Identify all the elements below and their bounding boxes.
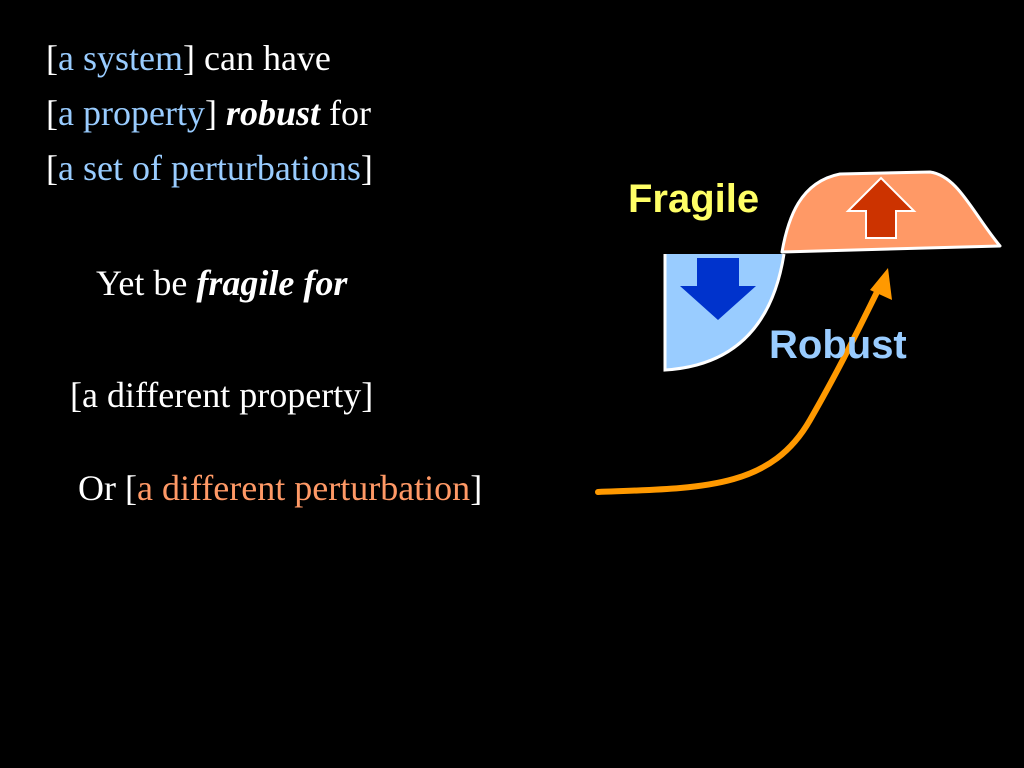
line-lead: Or [ bbox=[78, 468, 137, 508]
term-system: a system bbox=[58, 38, 183, 78]
robust-label: Robust bbox=[769, 323, 907, 367]
up-arrow-icon bbox=[845, 176, 917, 239]
statement-line-different-property: [a different property] bbox=[70, 375, 373, 415]
statement-line-property: [a property] robust for bbox=[46, 93, 371, 133]
curved-arrow-head bbox=[870, 268, 892, 300]
bracket-close: ] bbox=[360, 148, 373, 188]
fragile-label: Fragile bbox=[628, 177, 759, 221]
term-perturbations: a set of perturbations bbox=[58, 148, 361, 188]
statement-line-different-perturbation: Or [a different perturbation] bbox=[78, 468, 482, 508]
statement-line-fragile: Yet be fragile for bbox=[96, 263, 347, 303]
bracket-close: ] bbox=[204, 93, 217, 133]
bracket-close: ] bbox=[182, 38, 195, 78]
down-arrow-icon bbox=[680, 258, 756, 320]
term-different-perturbation: a different perturbation bbox=[136, 468, 471, 508]
bracket-open: [ bbox=[46, 148, 58, 188]
term-fragile-for: fragile for bbox=[196, 263, 348, 303]
bracket-open: [ bbox=[46, 93, 58, 133]
statement-line-perturbations: [a set of perturbations] bbox=[46, 148, 373, 188]
term-property: a property bbox=[58, 93, 205, 133]
line-lead: Yet be bbox=[96, 263, 197, 303]
line-rest: for bbox=[319, 93, 371, 133]
line-rest: can have bbox=[194, 38, 331, 78]
bracket-open: [ bbox=[46, 38, 58, 78]
bracket-close: ] bbox=[470, 468, 483, 508]
term-robust: robust bbox=[225, 93, 320, 133]
curved-arrow-icon bbox=[595, 283, 883, 495]
term-different-property: [a different property] bbox=[70, 375, 374, 415]
basin-outline bbox=[663, 253, 786, 372]
statement-line-system: [a system] can have bbox=[46, 38, 331, 78]
